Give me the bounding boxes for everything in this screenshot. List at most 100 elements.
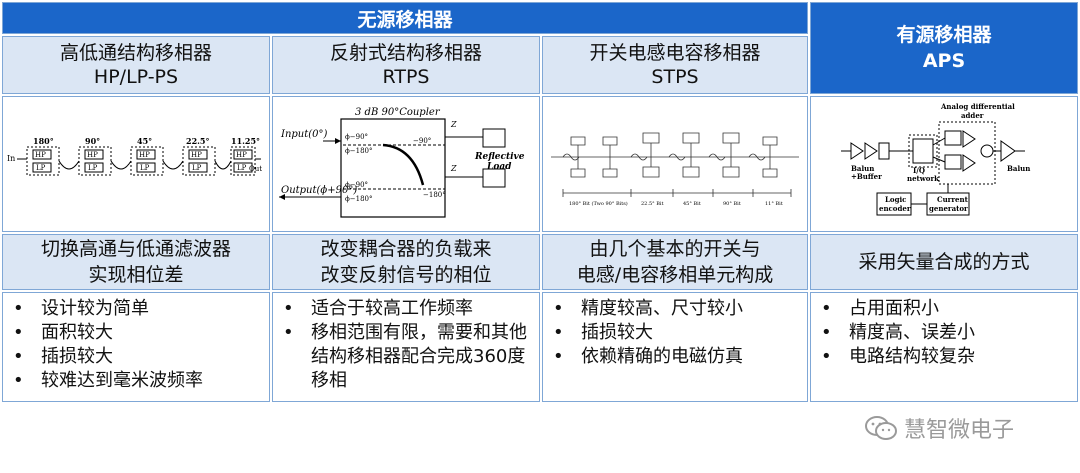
coupler-title: 3 dB 90°Coupler bbox=[355, 107, 441, 118]
desc-line: 改变反射信号的相位 bbox=[320, 264, 492, 286]
hp-label: HP bbox=[35, 151, 46, 159]
stps-caption: 90° Bit bbox=[723, 201, 741, 207]
desc-line: 采用矢量合成的方式 bbox=[858, 251, 1030, 273]
points-aps: 占用面积小 精度高、误差小 电路结构较复杂 bbox=[810, 292, 1078, 402]
points-rtps: 适合于较高工作频率 移相范围有限，需要和其他结构移相器配合完成360度移相 bbox=[272, 292, 540, 402]
watermark-text: 慧智微电子 bbox=[904, 418, 1015, 443]
desc-line: 改变耦合器的负载来 bbox=[320, 238, 492, 260]
angle-label: 180° bbox=[33, 136, 54, 146]
subheader-abbr: HP/LP-PS bbox=[93, 66, 179, 88]
reflective-label: Reflective bbox=[474, 152, 525, 162]
z-label: Z bbox=[450, 120, 457, 129]
active-header-title: 有源移相器 bbox=[896, 24, 992, 46]
buffer-label: +Buffer bbox=[851, 172, 882, 181]
subheader-name: 高低通结构移相器 bbox=[59, 42, 212, 64]
list-item: 设计较为简单 bbox=[13, 297, 265, 321]
subheader-abbr: STPS bbox=[651, 66, 699, 88]
desc-rtps: 改变耦合器的负载来 改变反射信号的相位 bbox=[272, 234, 540, 290]
hp-label: HP bbox=[236, 151, 247, 159]
hp-label: HP bbox=[139, 151, 150, 159]
phase-label: −180° bbox=[423, 191, 446, 199]
list-item: 适合于较高工作频率 bbox=[283, 297, 535, 321]
hp-label: HP bbox=[87, 151, 98, 159]
angle-label: 90° bbox=[85, 136, 100, 146]
phase-label: −90° bbox=[413, 137, 431, 145]
stps-caption: 45° Bit bbox=[683, 201, 701, 207]
hplp-stage-4: 22.5° HP LP bbox=[182, 136, 216, 176]
subheader-hplp: 高低通结构移相器 HP/LP-PS bbox=[2, 36, 270, 94]
phase-label: ϕ−90° bbox=[345, 133, 368, 141]
z-label: Z bbox=[450, 164, 457, 173]
aps-schematic: Analog differential adder Balun +Buffer … bbox=[841, 102, 1030, 216]
subheader-name: 反射式结构移相器 bbox=[329, 42, 482, 64]
adder-label-2: adder bbox=[961, 111, 984, 120]
balun-out-label: Balun bbox=[1007, 164, 1030, 173]
comparison-table: 无源移相器 有源移相器 APS 高低通结构移相器 HP/LP-PS 反射式结构移… bbox=[2, 2, 1078, 402]
iq-label: I/Q bbox=[913, 166, 925, 175]
passive-header: 无源移相器 bbox=[2, 2, 808, 34]
list-item: 精度较高、尺寸较小 bbox=[553, 297, 803, 321]
rtps-input-label: Input(0°) bbox=[280, 129, 328, 140]
stps-caption: 22.5° Bit bbox=[641, 201, 664, 207]
desc-hplp: 切换高通与低通滤波器 实现相位差 bbox=[2, 234, 270, 290]
hplp-stage-3: 45° HP LP bbox=[130, 136, 164, 176]
hplp-stage-2: 90° HP LP bbox=[78, 136, 112, 176]
wechat-icon bbox=[865, 416, 897, 440]
points-stps: 精度较高、尺寸较小 插损较大 依赖精确的电磁仿真 bbox=[542, 292, 808, 402]
list-item: 依赖精确的电磁仿真 bbox=[553, 345, 803, 369]
list-item: 移相范围有限，需要和其他结构移相器配合完成360度移相 bbox=[283, 321, 535, 393]
list-item: 较难达到毫米波频率 bbox=[13, 369, 265, 393]
hplp-stage-5: 11.25° HP LP bbox=[230, 136, 260, 176]
desc-line: 切换高通与低通滤波器 bbox=[40, 238, 231, 260]
subheader-abbr: RTPS bbox=[382, 66, 430, 88]
rtps-schematic: 3 dB 90°Coupler Input(0°) Output(ϕ+90°) … bbox=[279, 107, 525, 218]
phase-label: ϕ−180° bbox=[345, 195, 373, 203]
desc-aps: 采用矢量合成的方式 bbox=[810, 234, 1078, 290]
points-hplp: 设计较为简单 面积较大 插损较大 较难达到毫米波频率 bbox=[2, 292, 270, 402]
desc-stps: 由几个基本的开关与 电感/电容移相单元构成 bbox=[542, 234, 808, 290]
stps-schematic: 180° Bit (Two 90° Bits) 22.5° Bit 45° Bi… bbox=[551, 132, 799, 207]
logic-label-1: Logic bbox=[885, 195, 906, 204]
aps-figure: Analog differential adder Balun +Buffer … bbox=[810, 96, 1078, 232]
logic-label-2: encoder bbox=[879, 204, 911, 213]
lp-label: LP bbox=[237, 164, 247, 172]
stps-figure: 180° Bit (Two 90° Bits) 22.5° Bit 45° Bi… bbox=[542, 96, 808, 232]
lp-label: LP bbox=[140, 164, 150, 172]
hplp-schematic: In 180° HP LP 90° HP LP 45° bbox=[7, 136, 262, 176]
active-header-abbr: APS bbox=[922, 50, 966, 72]
hplp-in-label: In bbox=[7, 154, 15, 163]
stps-caption: 11° Bit bbox=[765, 201, 783, 207]
list-item: 面积较大 bbox=[13, 321, 265, 345]
hplp-out-label: Out bbox=[249, 165, 262, 173]
network-label: network bbox=[907, 174, 939, 183]
current-label-1: Current bbox=[937, 195, 969, 204]
hplp-figure: In 180° HP LP 90° HP LP 45° bbox=[2, 96, 270, 232]
phase-label: ϕ−180° bbox=[345, 147, 373, 155]
rtps-figure: 3 dB 90°Coupler Input(0°) Output(ϕ+90°) … bbox=[272, 96, 540, 232]
list-item: 插损较大 bbox=[13, 345, 265, 369]
balun-in-label: Balun bbox=[851, 164, 874, 173]
lp-label: LP bbox=[36, 164, 46, 172]
list-item: 精度高、误差小 bbox=[821, 321, 1073, 345]
angle-label: 22.5° bbox=[186, 136, 209, 146]
desc-line: 实现相位差 bbox=[88, 264, 184, 286]
desc-line: 电感/电容移相单元构成 bbox=[576, 264, 774, 286]
passive-header-label: 无源移相器 bbox=[357, 8, 453, 31]
current-label-2: generator bbox=[929, 204, 968, 213]
angle-label: 45° bbox=[137, 136, 152, 146]
hplp-stage-1: 180° HP LP bbox=[26, 136, 60, 176]
stps-caption: 180° Bit (Two 90° Bits) bbox=[569, 200, 628, 207]
rtps-output-label: Output(ϕ+90°) bbox=[281, 185, 357, 196]
watermark: 慧智微电子 bbox=[864, 412, 1014, 444]
subheader-rtps: 反射式结构移相器 RTPS bbox=[272, 36, 540, 94]
active-header: 有源移相器 APS bbox=[810, 2, 1078, 94]
lp-label: LP bbox=[88, 164, 98, 172]
list-item: 占用面积小 bbox=[821, 297, 1073, 321]
subheader-stps: 开关电感电容移相器 STPS bbox=[542, 36, 808, 94]
hp-label: HP bbox=[191, 151, 202, 159]
list-item: 插损较大 bbox=[553, 321, 803, 345]
desc-line: 由几个基本的开关与 bbox=[589, 238, 761, 260]
list-item: 电路结构较复杂 bbox=[821, 345, 1073, 369]
lp-label: LP bbox=[192, 164, 202, 172]
subheader-name: 开关电感电容移相器 bbox=[589, 42, 761, 64]
